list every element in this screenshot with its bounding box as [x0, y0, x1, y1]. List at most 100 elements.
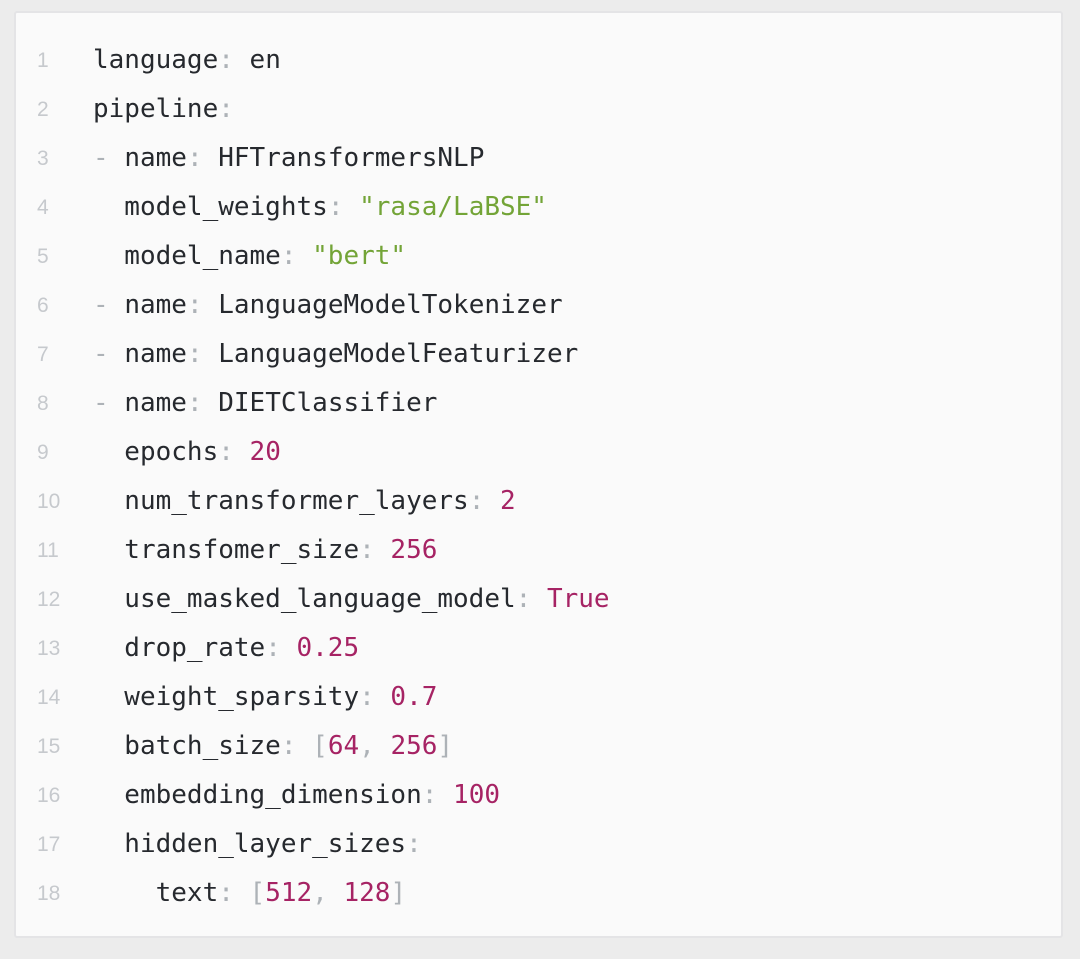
code-token: 64 [327, 731, 360, 761]
code-text: - name: LanguageModelTokenizer [93, 281, 563, 330]
code-text: use_masked_language_model: True [93, 575, 609, 624]
code-line: 7 - name: LanguageModelFeaturizer [16, 330, 1061, 379]
code-text: - name: LanguageModelFeaturizer [93, 330, 578, 379]
code-token: weight_sparsity [93, 682, 360, 712]
line-number: 5 [37, 244, 49, 268]
code-line: 1 language: en [16, 36, 1061, 85]
code-text: embedding_dimension: 100 [93, 771, 500, 820]
code-token: LanguageModelFeaturizer [202, 339, 579, 369]
code-token: , [359, 731, 391, 761]
code-lines: 1 language: en 2 pipeline: 3 - name: HFTransf… [16, 36, 1061, 918]
code-token: 20 [233, 437, 281, 467]
code-text: transfomer_size: 256 [93, 526, 437, 575]
code-token: 256 [390, 731, 438, 761]
code-token: : [218, 45, 234, 75]
code-line: 4 model_weights: "rasa/LaBSE" [16, 183, 1061, 232]
code-token: : [218, 878, 234, 908]
code-token: , [312, 878, 344, 908]
code-token: LanguageModelTokenizer [202, 290, 563, 320]
code-token: epochs [93, 437, 219, 467]
code-text: - name: HFTransformersNLP [93, 134, 484, 183]
code-line: 13 drop_rate: 0.25 [16, 624, 1061, 673]
code-token: - [93, 339, 125, 369]
line-number: 16 [37, 783, 61, 807]
code-token: DIETClassifier [202, 388, 438, 418]
line-number: 12 [37, 587, 61, 611]
code-line: 3 - name: HFTransformersNLP [16, 134, 1061, 183]
code-token: use_masked_language_model [93, 584, 516, 614]
code-line: 12 use_masked_language_model: True [16, 575, 1061, 624]
code-token: [ [296, 731, 328, 761]
code-token: pipeline [93, 94, 219, 124]
code-token: : [515, 584, 532, 614]
code-token: : [218, 437, 234, 467]
code-token: 256 [374, 535, 438, 565]
code-line: 5 model_name: "bert" [16, 232, 1061, 281]
code-snippet-card: 1 language: en 2 pipeline: 3 - name: HFTransf… [14, 11, 1063, 938]
code-text: drop_rate: 0.25 [93, 624, 359, 673]
line-number: 4 [37, 195, 49, 219]
code-token: name [124, 290, 187, 320]
code-text: hidden_layer_sizes: [93, 820, 422, 869]
code-line: 14 weight_sparsity: 0.7 [16, 673, 1061, 722]
code-token: : [359, 535, 375, 565]
code-token: : [468, 486, 485, 516]
code-token: : [186, 290, 203, 320]
code-line: 15 batch_size: [64, 256] [16, 722, 1061, 771]
code-token: batch_size [93, 731, 281, 761]
code-line: 8 - name: DIETClassifier [16, 379, 1061, 428]
code-token: drop_rate [93, 633, 266, 663]
code-text: model_name: "bert" [93, 232, 406, 281]
code-text: weight_sparsity: 0.7 [93, 673, 437, 722]
code-token: "bert" [296, 241, 407, 271]
code-token: - [93, 143, 125, 173]
line-number: 15 [37, 734, 61, 758]
code-token: model_weights [93, 192, 328, 222]
code-token: : [186, 339, 203, 369]
code-token: : [406, 829, 422, 859]
line-number: 1 [37, 48, 49, 72]
code-token: : [186, 143, 203, 173]
line-number: 18 [37, 881, 61, 905]
line-number: 13 [37, 636, 61, 660]
code-text: - name: DIETClassifier [93, 379, 437, 428]
line-number: 8 [37, 391, 49, 415]
code-token: text [93, 878, 219, 908]
code-token: transfomer_size [93, 535, 360, 565]
code-text: num_transformer_layers: 2 [93, 477, 515, 526]
line-number: 7 [37, 342, 49, 366]
code-text: epochs: 20 [93, 428, 281, 477]
code-token: model_name [93, 241, 281, 271]
code-line: 2 pipeline: [16, 85, 1061, 134]
code-line: 16 embedding_dimension: 100 [16, 771, 1061, 820]
code-token: : [265, 633, 281, 663]
line-number: 10 [37, 489, 61, 513]
code-token: num_transformer_layers [93, 486, 469, 516]
code-token: ] [437, 731, 454, 761]
code-token: hidden_layer_sizes [93, 829, 407, 859]
code-token: 0.25 [280, 633, 360, 663]
line-number: 6 [37, 293, 49, 317]
code-text: pipeline: [93, 85, 234, 134]
line-number: 17 [37, 832, 61, 856]
code-token: : [280, 241, 297, 271]
code-token: [ [233, 878, 266, 908]
line-number: 2 [37, 97, 49, 121]
code-text: batch_size: [64, 256] [93, 722, 453, 771]
line-number: 11 [37, 538, 59, 562]
line-number: 3 [37, 146, 49, 170]
code-token: : [186, 388, 203, 418]
code-text: language: en [93, 36, 281, 85]
code-token: : [218, 94, 234, 124]
code-token: embedding_dimension [93, 780, 422, 810]
code-line: 9 epochs: 20 [16, 428, 1061, 477]
code-token: name [124, 339, 187, 369]
code-line: 11 transfomer_size: 256 [16, 526, 1061, 575]
line-number: 9 [37, 440, 49, 464]
code-token: 0.7 [374, 682, 438, 712]
code-text: text: [512, 128] [93, 869, 407, 918]
code-token: "rasa/LaBSE" [343, 192, 547, 222]
code-token: language [93, 45, 219, 75]
code-line: 18 text: [512, 128] [16, 869, 1061, 918]
code-token: : [421, 780, 438, 810]
